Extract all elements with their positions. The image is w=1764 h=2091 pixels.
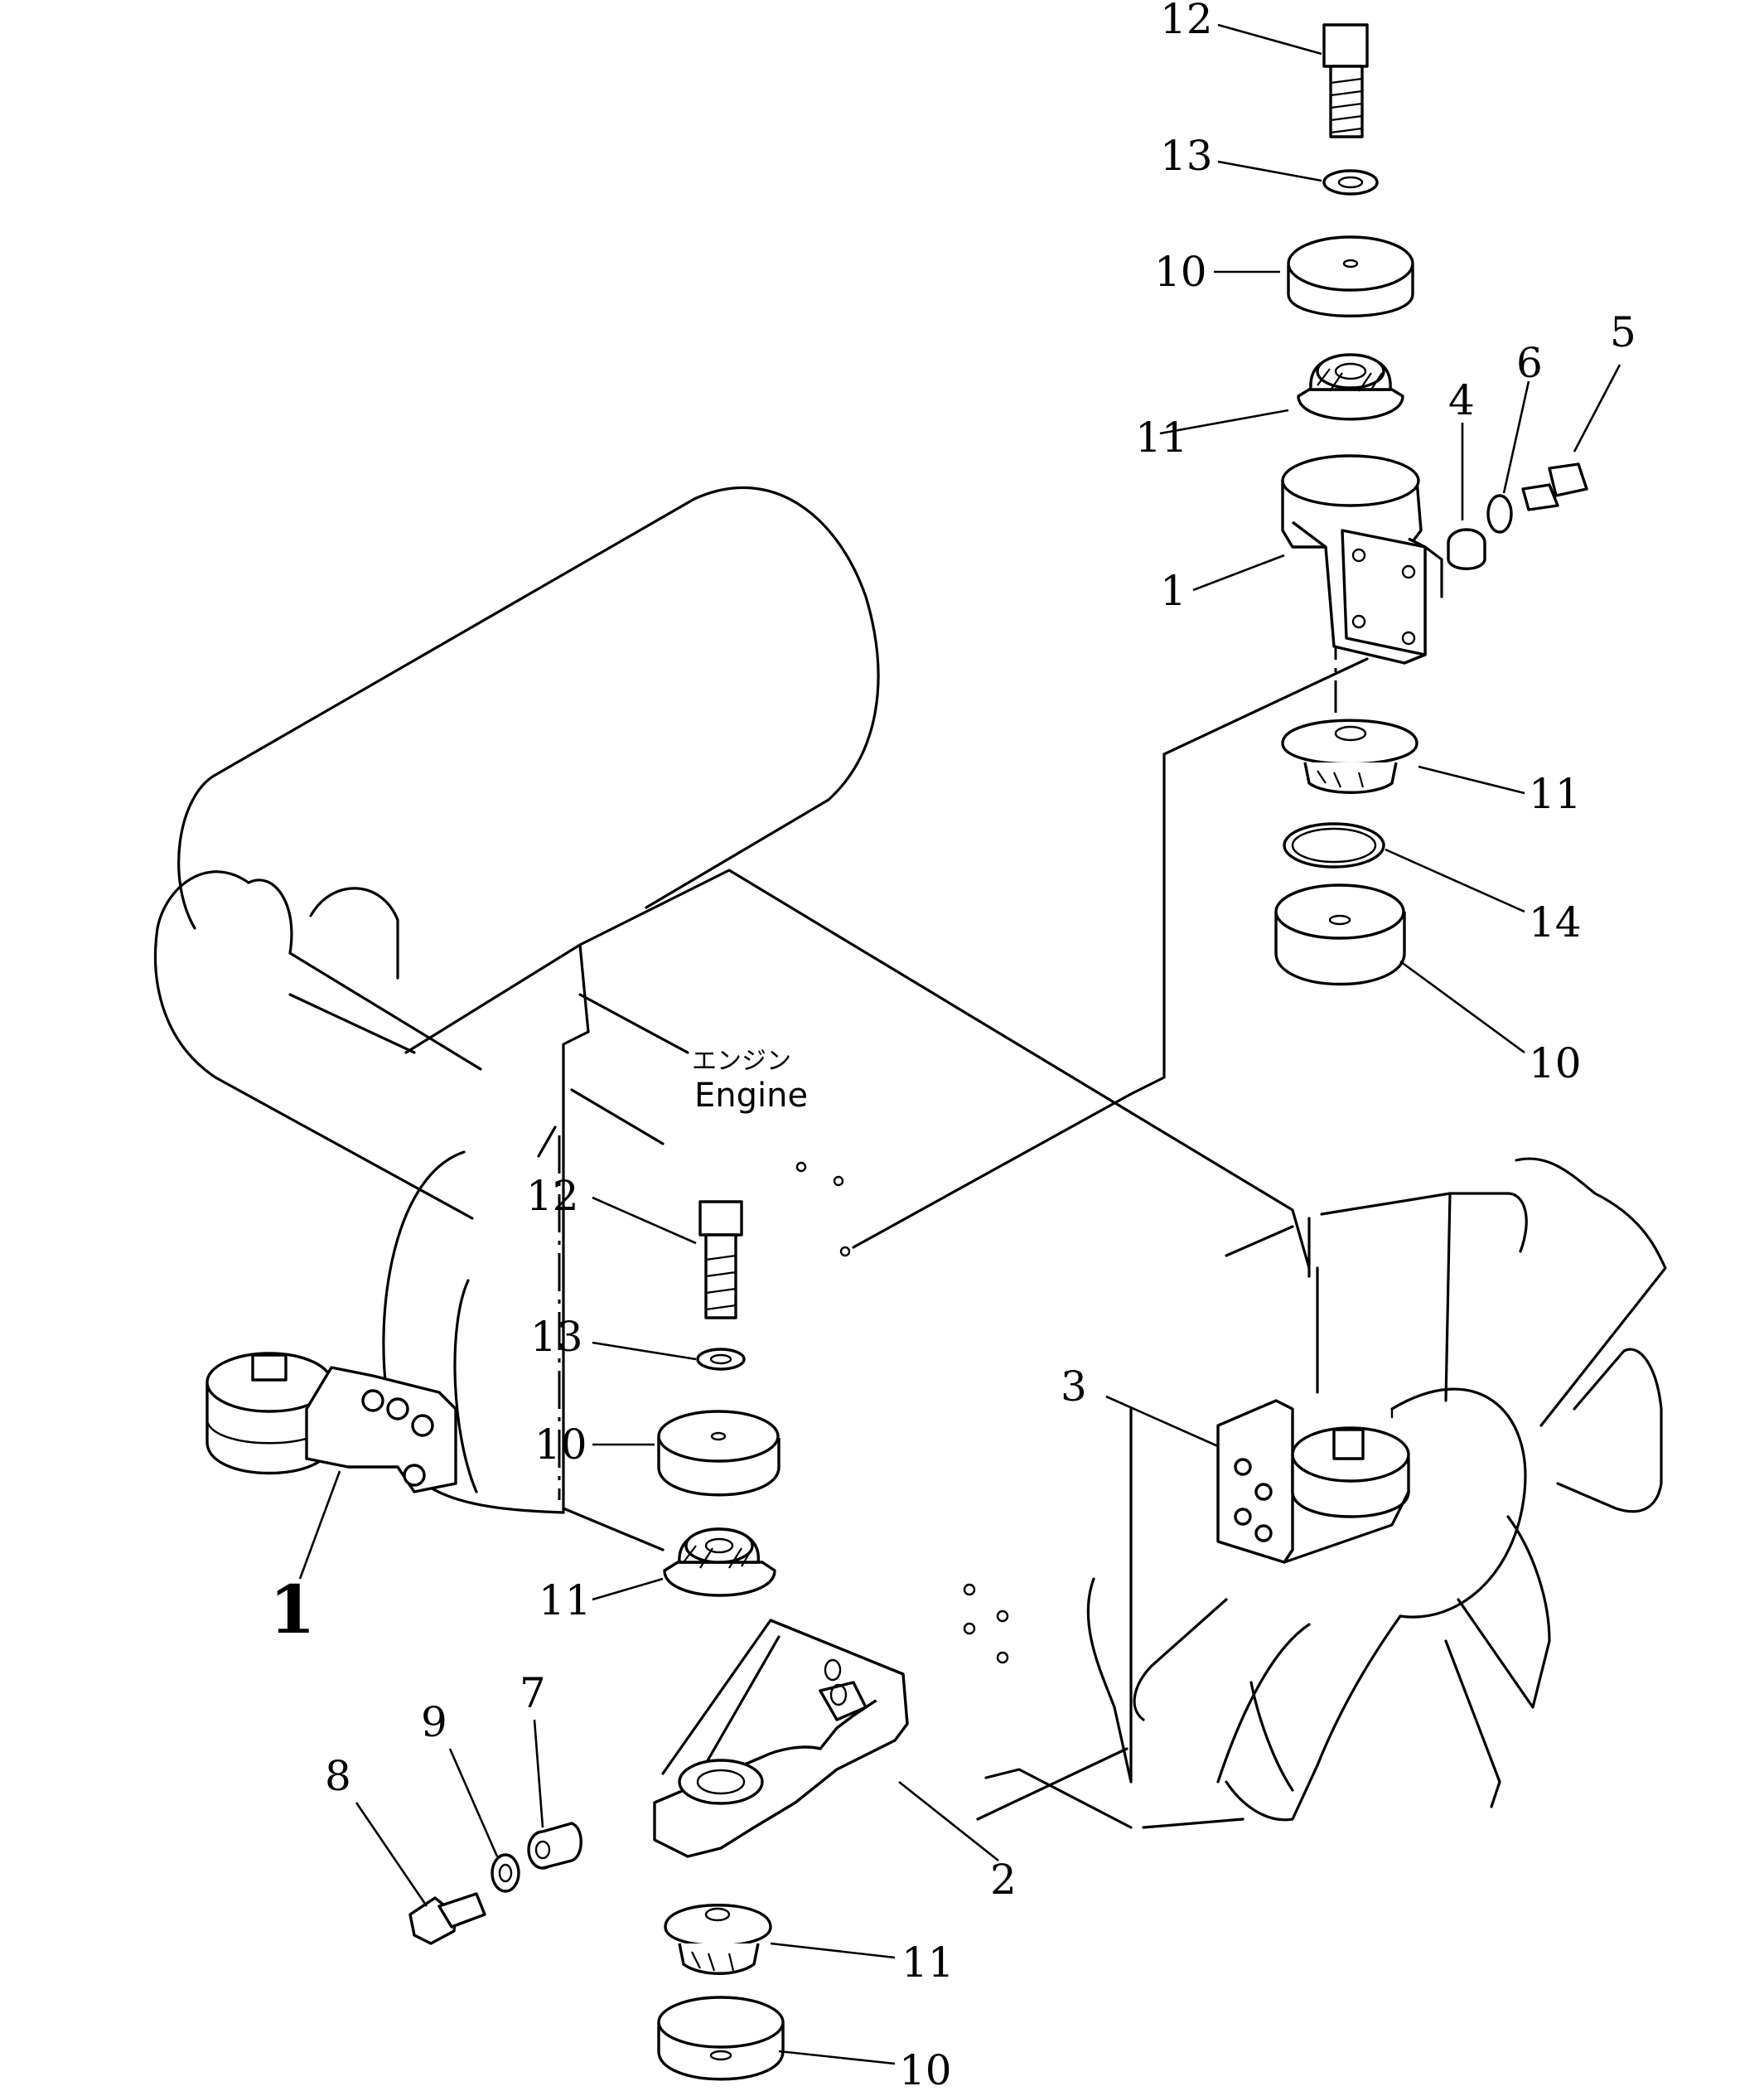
bracket-1-left bbox=[205, 1352, 457, 1493]
callout-1-left: 1 bbox=[269, 1571, 316, 1648]
engine-outline bbox=[154, 486, 1667, 1829]
shim-14 bbox=[1283, 822, 1385, 869]
callout-3: 3 bbox=[1061, 1363, 1087, 1411]
callout-1-right: 1 bbox=[1160, 567, 1186, 615]
callout-8: 8 bbox=[325, 1752, 351, 1800]
cushion-10-right bbox=[1274, 883, 1406, 986]
collar-4 bbox=[1447, 528, 1486, 570]
engine-label-english: Engine bbox=[694, 1077, 808, 1115]
callout-11-top: 11 bbox=[1135, 414, 1188, 462]
callout-7: 7 bbox=[520, 1669, 546, 1717]
callout-13-top: 13 bbox=[1160, 132, 1213, 180]
cushion-10-top bbox=[1287, 235, 1414, 317]
callout-11-mid: 11 bbox=[539, 1576, 592, 1624]
bolt-12-top bbox=[1322, 23, 1369, 138]
collar-7 bbox=[527, 1822, 582, 1870]
washer-13-top bbox=[1322, 169, 1379, 196]
callout-6: 6 bbox=[1516, 339, 1543, 387]
rubber-mount-11-top bbox=[1297, 353, 1404, 421]
callout-2: 2 bbox=[990, 1856, 1017, 1904]
bracket-2 bbox=[653, 1619, 909, 1858]
rubber-mount-11-right bbox=[1281, 719, 1418, 794]
callout-11-bottom: 11 bbox=[901, 1939, 954, 1987]
callout-12-mid: 12 bbox=[526, 1172, 579, 1220]
washer-9 bbox=[491, 1853, 520, 1893]
callout-4: 4 bbox=[1448, 376, 1475, 424]
callout-5: 5 bbox=[1610, 308, 1636, 356]
assembly-centerlines bbox=[537, 622, 1337, 1551]
bracket-1-right bbox=[1281, 454, 1443, 665]
callout-10-right: 10 bbox=[1529, 1039, 1582, 1087]
cushion-10-bottom bbox=[657, 1996, 785, 2081]
rubber-mount-11-mid bbox=[663, 1527, 776, 1597]
bolt-12-mid bbox=[698, 1200, 743, 1319]
callout-numbers: 12 13 10 11 4 6 5 1 11 14 10 12 13 10 11… bbox=[269, 0, 1636, 2091]
bracket-3 bbox=[1216, 1399, 1410, 1564]
engine-label-japanese: エンジン bbox=[692, 1047, 791, 1076]
callout-10-bottom: 10 bbox=[899, 2046, 952, 2091]
callout-10-top: 10 bbox=[1154, 248, 1207, 296]
cushion-10-mid bbox=[657, 1410, 781, 1497]
washer-6 bbox=[1486, 494, 1513, 534]
washer-13-mid bbox=[696, 1348, 746, 1371]
callout-10-mid: 10 bbox=[534, 1421, 587, 1469]
callout-14: 14 bbox=[1529, 898, 1582, 946]
bolt-8 bbox=[408, 1892, 486, 1945]
bolt-5 bbox=[1521, 462, 1588, 511]
callout-9: 9 bbox=[421, 1698, 447, 1746]
callout-11-right: 11 bbox=[1529, 770, 1582, 818]
callout-13-mid: 13 bbox=[530, 1313, 583, 1361]
leader-lines bbox=[298, 23, 1621, 2065]
rubber-mount-11-bottom bbox=[664, 1904, 772, 1975]
callout-12-top: 12 bbox=[1160, 0, 1213, 43]
